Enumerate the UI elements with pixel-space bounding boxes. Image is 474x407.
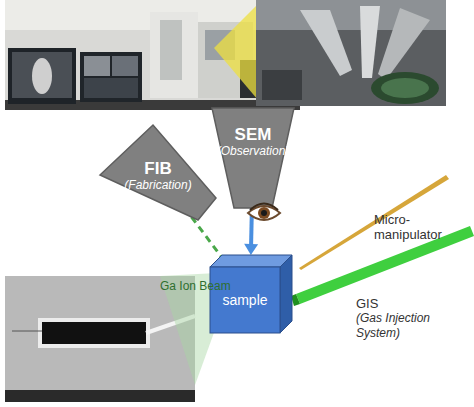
part-label: Micro- manipulator [374, 212, 454, 242]
connector [192, 217, 221, 256]
chamber-photo [256, 0, 446, 106]
part-label: (Gas Injection System) [356, 311, 474, 341]
node-subtitle: (Observation) [217, 144, 290, 158]
connector-line [192, 217, 221, 256]
node-text-box: SEM(Observation) [212, 116, 294, 166]
node-subtitle: (Fabrication) [124, 178, 191, 192]
column-shape: SEM(Observation) [212, 108, 294, 208]
part-label: GIS [356, 296, 396, 311]
node-text-box: sample [210, 267, 280, 333]
node-outline [212, 108, 294, 208]
node-text-box: FIB(Fabrication) [112, 150, 204, 200]
cube-top [210, 255, 292, 267]
node-title: FIB [144, 159, 171, 178]
highlight-wedge [214, 4, 258, 100]
instrument-photo [5, 0, 300, 110]
node-title: sample [222, 292, 267, 308]
column-shape: FIB(Fabrication) [98, 120, 218, 230]
trapezoid [212, 108, 294, 208]
sample-block: sample [210, 255, 292, 333]
cube-side [280, 255, 292, 333]
trapezoid [100, 125, 216, 220]
arrow-head [244, 244, 258, 255]
beam-label: Ga Ion Beam [160, 279, 231, 294]
eye-symbol [246, 201, 282, 225]
node-title: SEM [235, 125, 272, 144]
cube-front [210, 267, 280, 333]
